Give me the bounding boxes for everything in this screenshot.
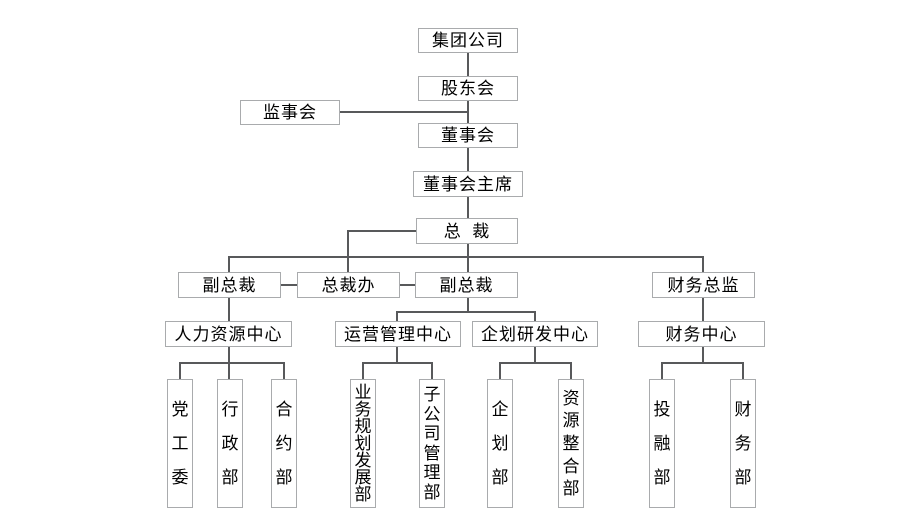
org-node-finance-center: 财务中心 [638,321,765,347]
org-node-vice-president-right: 副总裁 [415,272,518,298]
org-node-investment-financing-dept: 投融部 [649,379,675,508]
org-node-supervisory-board: 监事会 [240,100,340,125]
org-node-board-chairman: 董事会主席 [413,171,523,197]
org-node-group-company: 集团公司 [418,28,518,53]
org-node-subsidiary-mgmt-dept: 子公司管理部 [419,379,445,508]
org-node-shareholders-meeting: 股东会 [418,76,518,101]
org-node-finance-director: 财务总监 [652,272,755,298]
org-node-president: 总 裁 [416,218,518,244]
org-node-planning-dept: 企划部 [487,379,513,508]
org-node-admin-dept: 行政部 [217,379,243,508]
org-node-hr-center: 人力资源中心 [165,321,292,347]
org-node-business-planning-dept: 业务规划发展部 [350,379,376,508]
org-node-board-of-directors: 董事会 [418,123,518,148]
org-node-party-committee: 党工委 [167,379,193,508]
org-node-president-office: 总裁办 [297,272,400,298]
org-node-contract-dept: 合约部 [271,379,297,508]
org-node-vice-president-left: 副总裁 [178,272,281,298]
org-node-planning-rd-center: 企划研发中心 [472,321,598,347]
org-node-operations-center: 运营管理中心 [335,321,461,347]
org-node-finance-dept: 财务部 [730,379,756,508]
org-node-resource-integration-dept: 资源整合部 [558,379,584,508]
